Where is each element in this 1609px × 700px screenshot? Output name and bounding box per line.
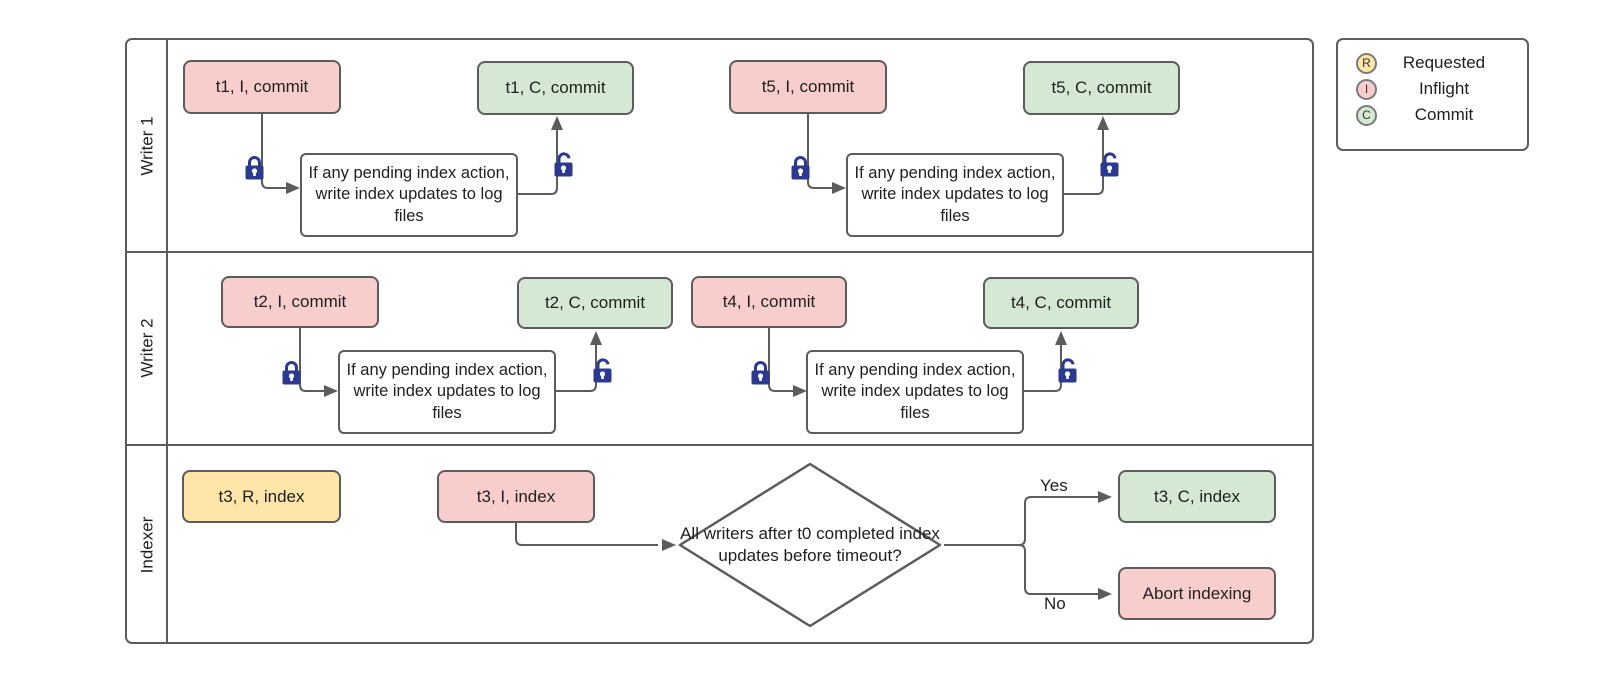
node-w1-action-a[interactable]: If any pending index action, write index… <box>300 153 518 237</box>
legend-label-commit: Commit <box>1414 105 1474 124</box>
lock-closed-icon <box>789 155 812 186</box>
requested-badge-letter: R <box>1362 56 1371 70</box>
node-ix-decision[interactable]: All writers after t0 completed index upd… <box>676 460 944 630</box>
lock-open-icon <box>552 152 578 183</box>
lock-open-icon <box>591 358 617 389</box>
lane-label-writer1: Writer 1 <box>127 40 168 251</box>
node-ix-t3-inflight[interactable]: t3, I, index <box>437 470 595 523</box>
node-w1-t5-inflight[interactable]: t5, I, commit <box>729 60 887 114</box>
node-w2-action-b-label: If any pending index action, write index… <box>814 361 1016 422</box>
decision-diamond-shape <box>678 462 942 628</box>
lane-divider-2 <box>127 444 1312 446</box>
lane-label-writer2: Writer 2 <box>127 251 168 444</box>
node-w1-t1-inflight-label: t1, I, commit <box>215 77 309 97</box>
node-w2-action-a[interactable]: If any pending index action, write index… <box>338 350 556 434</box>
legend-item-commit: C Commit <box>1338 102 1527 128</box>
node-w1-t1-inflight[interactable]: t1, I, commit <box>183 60 341 114</box>
node-w2-t2-commit[interactable]: t2, C, commit <box>517 277 673 329</box>
lock-closed-icon <box>749 360 772 391</box>
node-ix-t3-commit-label: t3, C, index <box>1154 486 1240 506</box>
node-w2-t2-inflight-label: t2, I, commit <box>253 292 347 312</box>
node-ix-abort[interactable]: Abort indexing <box>1118 567 1276 620</box>
inflight-badge-letter: I <box>1364 82 1369 96</box>
node-w2-t4-inflight[interactable]: t4, I, commit <box>691 276 847 328</box>
lane-divider-1 <box>127 251 1312 253</box>
commit-badge-icon: C <box>1356 104 1377 126</box>
lock-closed-icon <box>280 360 303 391</box>
node-w2-t4-commit-label: t4, C, commit <box>1010 293 1112 313</box>
node-ix-t3-requested[interactable]: t3, R, index <box>182 470 341 523</box>
legend-item-inflight: I Inflight <box>1338 76 1527 102</box>
legend-item-requested: R Requested <box>1338 50 1527 76</box>
lock-open-icon <box>1056 358 1082 389</box>
lane-label-writer2-text: Writer 2 <box>137 317 157 378</box>
node-w1-t5-commit[interactable]: t5, C, commit <box>1023 61 1180 115</box>
node-w2-t4-inflight-label: t4, I, commit <box>722 292 816 312</box>
node-w1-action-a-label: If any pending index action, write index… <box>308 164 510 225</box>
legend-label-requested: Requested <box>1402 53 1486 72</box>
lane-label-indexer-text: Indexer <box>137 516 157 574</box>
node-ix-t3-inflight-label: t3, I, index <box>476 486 556 506</box>
node-w2-action-a-label: If any pending index action, write index… <box>346 361 548 422</box>
node-w1-action-b[interactable]: If any pending index action, write index… <box>846 153 1064 237</box>
edge-label-no: No <box>1044 594 1066 613</box>
lock-open-icon <box>1098 152 1124 183</box>
requested-badge-icon: R <box>1356 52 1377 74</box>
lock-closed-icon <box>243 155 266 186</box>
node-w1-t5-inflight-label: t5, I, commit <box>761 77 855 97</box>
lane-label-column <box>127 40 168 642</box>
inflight-badge-icon: I <box>1356 78 1377 100</box>
node-w1-t1-commit[interactable]: t1, C, commit <box>477 61 634 115</box>
node-ix-t3-requested-label: t3, R, index <box>218 486 305 506</box>
edge-label-yes: Yes <box>1040 476 1068 495</box>
legend-label-inflight: Inflight <box>1418 79 1470 98</box>
node-ix-t3-commit[interactable]: t3, C, index <box>1118 470 1276 523</box>
node-w2-t2-commit-label: t2, C, commit <box>544 293 646 313</box>
node-ix-abort-label: Abort indexing <box>1142 583 1252 603</box>
node-w2-action-b[interactable]: If any pending index action, write index… <box>806 350 1024 434</box>
node-w2-t2-inflight[interactable]: t2, I, commit <box>221 276 379 328</box>
node-w1-t5-commit-label: t5, C, commit <box>1051 78 1152 98</box>
lane-label-writer1-text: Writer 1 <box>137 115 157 176</box>
node-w2-t4-commit[interactable]: t4, C, commit <box>983 277 1139 329</box>
node-w1-action-b-label: If any pending index action, write index… <box>854 164 1056 225</box>
lane-label-indexer: Indexer <box>127 444 168 646</box>
node-w1-t1-commit-label: t1, C, commit <box>505 78 606 98</box>
legend-panel: R Requested I Inflight C Commit <box>1336 38 1529 151</box>
commit-badge-letter: C <box>1362 108 1371 122</box>
